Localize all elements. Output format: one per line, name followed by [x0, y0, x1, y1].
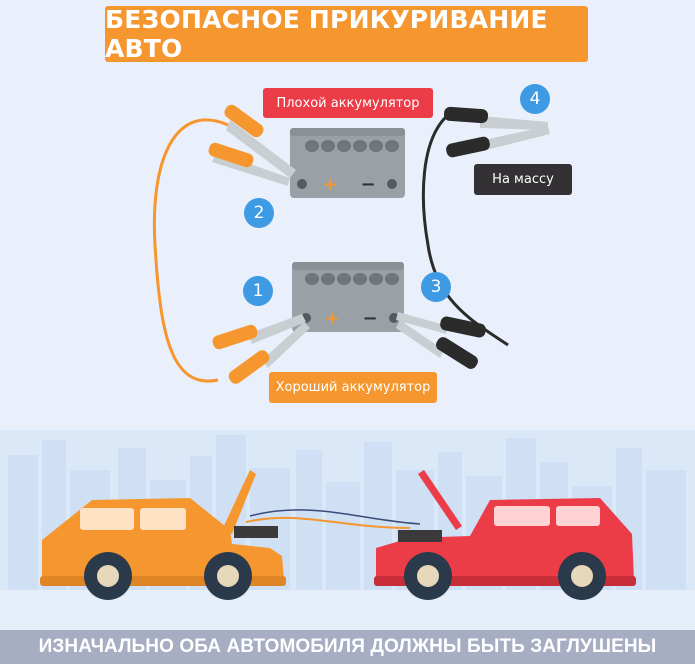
bad-battery-label: Плохой аккумулятор — [263, 88, 433, 118]
footer-banner: ИЗНАЧАЛЬНО ОБА АВТОМОБИЛЯ ДОЛЖНЫ БЫТЬ ЗА… — [0, 630, 695, 664]
orange-clamp-bad-1 — [224, 104, 296, 178]
page-title: БЕЗОПАСНОЕ ПРИКУРИВАНИЕ АВТО — [105, 5, 548, 63]
orange-clamp-good-1 — [212, 314, 306, 350]
footer-text: ИЗНАЧАЛЬНО ОБА АВТОМОБИЛЯ ДОЛЖНЫ БЫТЬ ЗА… — [38, 636, 657, 657]
bad-battery-plus: + — [322, 174, 337, 195]
good-battery-plus: + — [324, 308, 339, 329]
good-battery-label: Хороший аккумулятор — [269, 372, 437, 403]
good-battery — [292, 262, 404, 332]
car-cable-orange — [245, 516, 411, 529]
ground-label: На массу — [474, 164, 572, 195]
orange-cable — [152, 118, 229, 383]
right-car — [374, 470, 636, 600]
good-battery-minus: − — [362, 308, 377, 329]
step-badge-4: 4 — [520, 84, 550, 114]
car-cable-blue — [249, 509, 421, 525]
black-clamp-ground-2 — [446, 126, 550, 158]
bad-battery-minus: − — [360, 174, 375, 195]
black-cable — [421, 113, 509, 347]
bad-battery — [290, 128, 405, 198]
left-car — [40, 470, 286, 600]
black-clamp-good-2 — [396, 320, 478, 369]
step-badge-3: 3 — [421, 272, 451, 302]
orange-clamp-good-2 — [228, 322, 310, 384]
black-clamp-ground-1 — [443, 106, 548, 130]
background — [0, 0, 695, 430]
orange-clamp-bad-2 — [208, 142, 290, 186]
step-badge-1: 1 — [243, 276, 273, 306]
black-clamp-good-1 — [396, 312, 486, 338]
title-banner: БЕЗОПАСНОЕ ПРИКУРИВАНИЕ АВТО — [105, 5, 588, 63]
step-badge-2: 2 — [244, 198, 274, 228]
